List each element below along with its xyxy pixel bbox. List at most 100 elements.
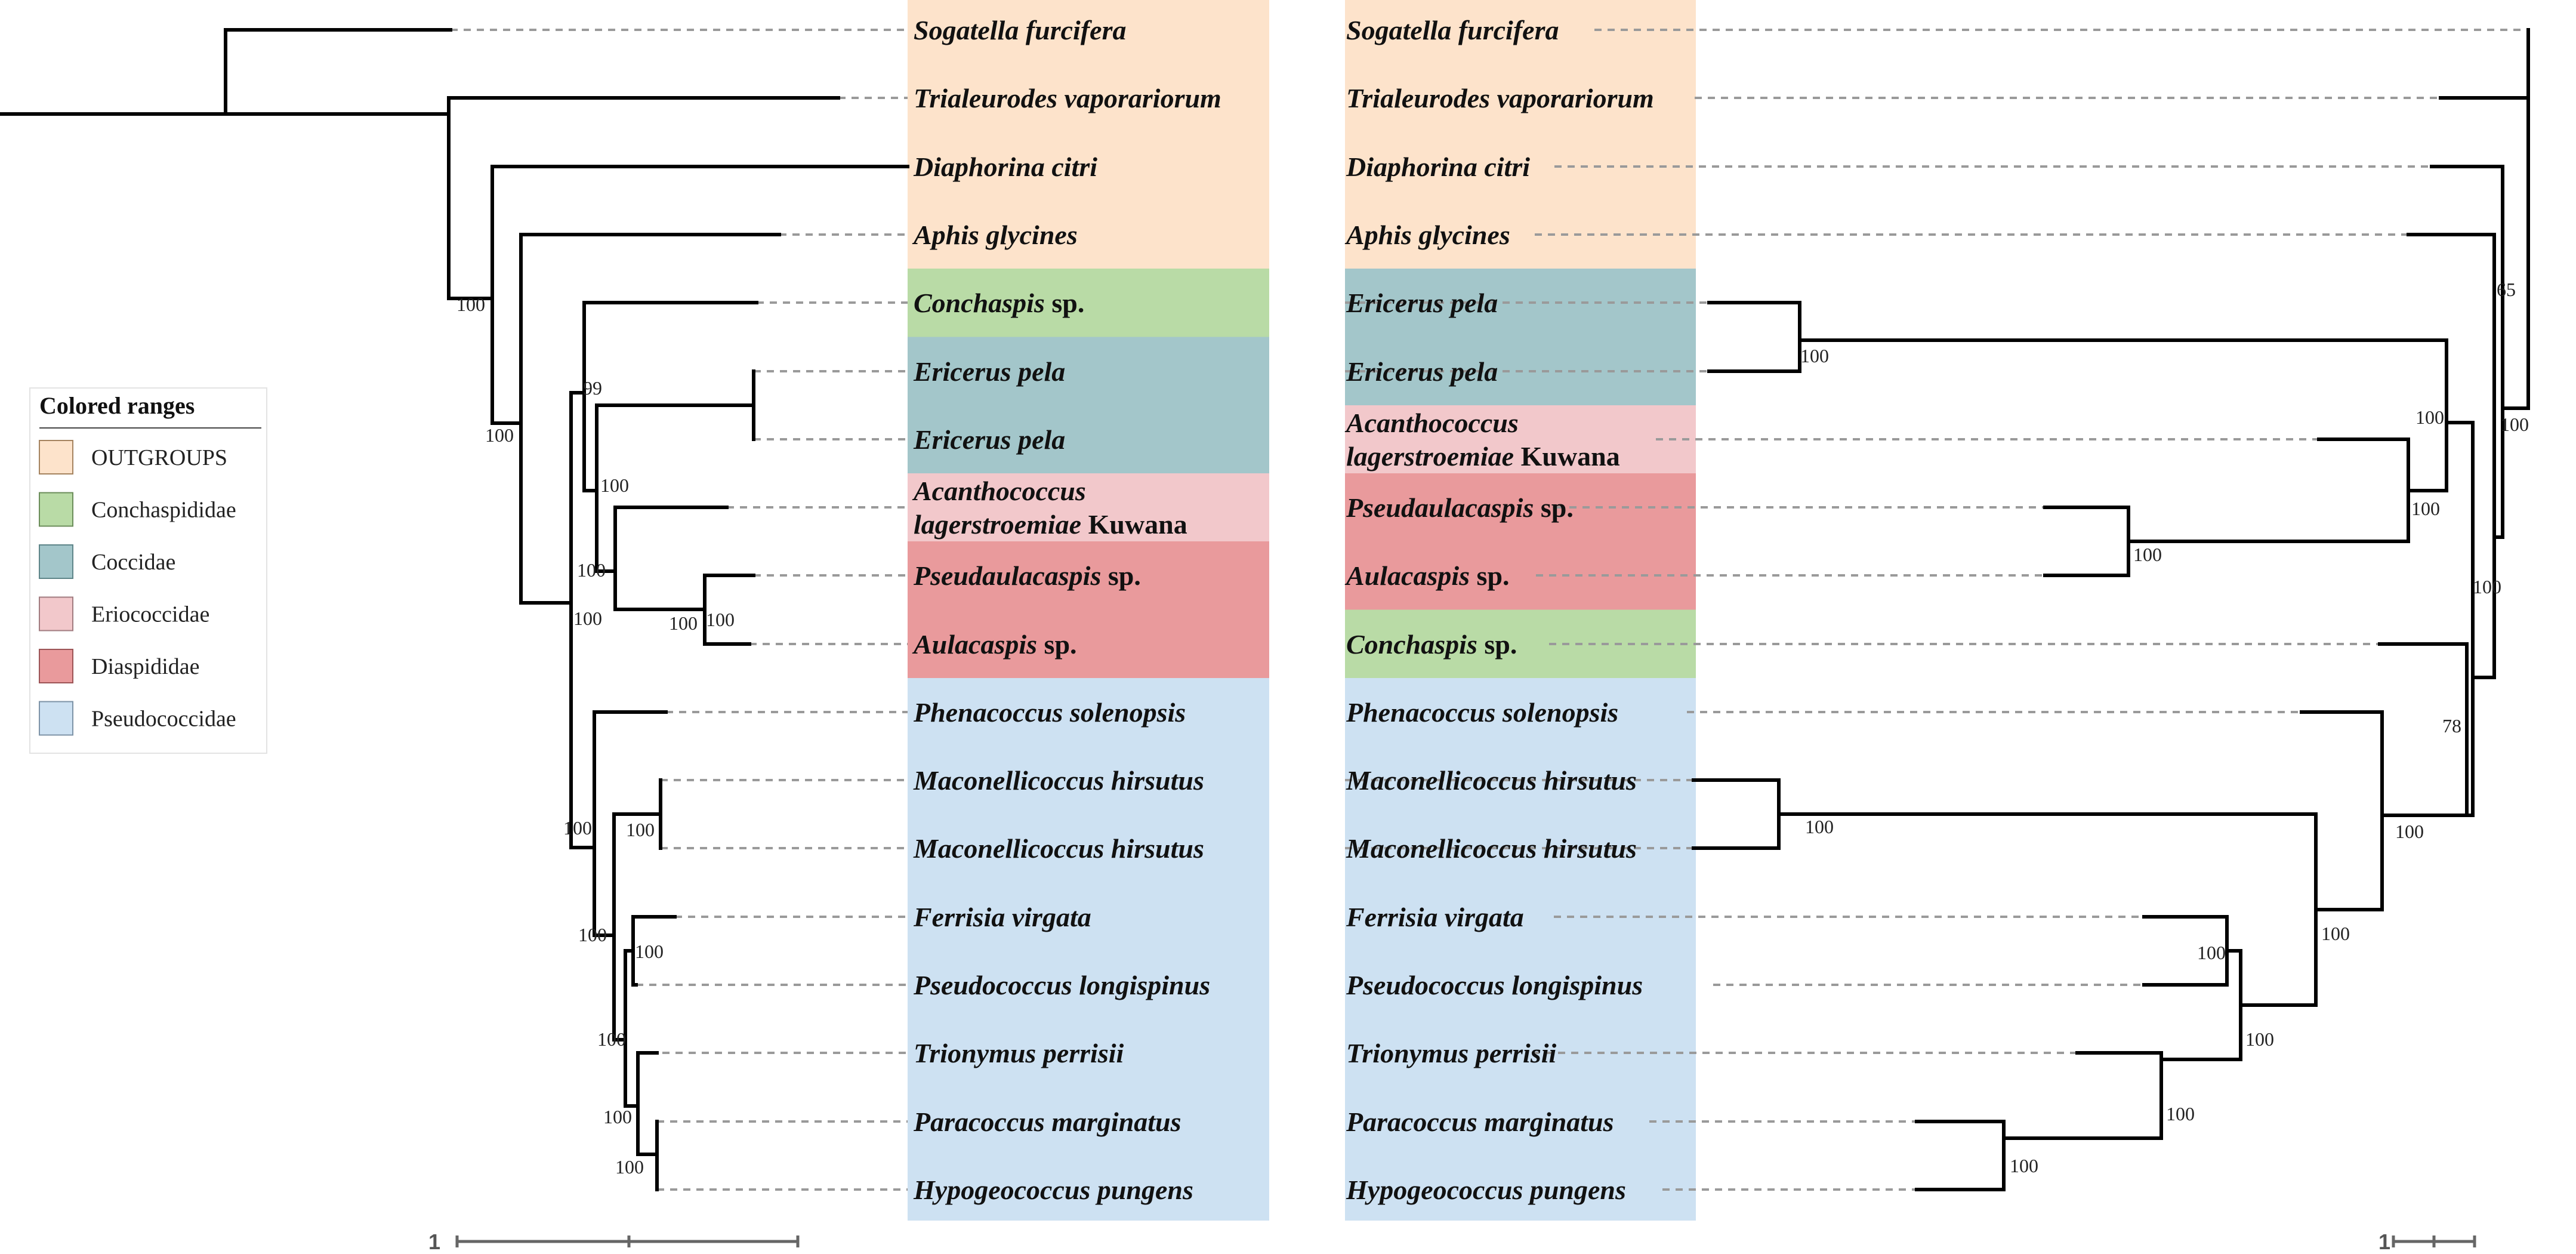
left-bootstrap-value: 100 xyxy=(706,609,735,630)
pseudococcidae-swatch xyxy=(39,701,73,736)
right-tip-label-part: sp. xyxy=(1477,629,1517,660)
left-tip-label-part: Maconellicoccus hirsutus xyxy=(913,833,1204,864)
right-bootstrap-value: 100 xyxy=(1805,816,1834,837)
coccidae-legend-label: Coccidae xyxy=(91,550,175,575)
left-bootstrap-value: 100 xyxy=(669,612,698,634)
left-band-conchaspididae xyxy=(908,269,1269,337)
right-tip-label: Ferrisia virgata xyxy=(1346,902,1524,932)
left-band-diaspididae xyxy=(908,541,1269,678)
left-tip-label-part: Trionymus perrisii xyxy=(914,1038,1124,1068)
right-tip-label-part: Paracoccus marginatus xyxy=(1346,1107,1614,1137)
left-tip-label-part: Pseudaulacaspis xyxy=(913,560,1101,591)
left-tip-label: lagerstroemiae Kuwana xyxy=(914,509,1187,540)
left-bootstrap-value: 100 xyxy=(597,1028,626,1050)
left-tip-label: Pseudaulacaspis sp. xyxy=(913,560,1141,591)
left-tip-label: Trionymus perrisii xyxy=(914,1038,1124,1068)
left-tip-label-part: Ericerus pela xyxy=(913,356,1065,387)
right-tip-label-part: Aulacaspis xyxy=(1344,560,1470,591)
right-tip-label: Paracoccus marginatus xyxy=(1346,1107,1614,1137)
left-tip-label-part: Trialeurodes vaporariorum xyxy=(914,83,1221,113)
pseudococcidae-legend-label: Pseudococcidae xyxy=(91,707,236,732)
right-tip-label-part: Conchaspis xyxy=(1346,629,1477,660)
right-tip-label-part: Pseudococcus longispinus xyxy=(1346,970,1643,1000)
left-bootstrap-value: 100 xyxy=(626,819,655,840)
right-tip-label-part: Phenacoccus solenopsis xyxy=(1346,697,1618,728)
right-tip-label: Pseudococcus longispinus xyxy=(1346,970,1643,1000)
right-tip-label: Ericerus pela xyxy=(1346,356,1498,387)
left-tip-label-part: lagerstroemiae xyxy=(914,509,1081,540)
left-bootstrap-value: 100 xyxy=(563,817,592,839)
right-tip-label-part: Kuwana xyxy=(1514,441,1620,472)
left-tip-label-part: sp. xyxy=(1037,629,1076,660)
right-band-conchaspididae xyxy=(1345,609,1696,678)
left-tip-label: Phenacoccus solenopsis xyxy=(913,697,1186,728)
right-tip-label-part: Ericerus pela xyxy=(1346,288,1498,318)
left-tip-label: Maconellicoccus hirsutus xyxy=(913,765,1204,796)
left-tip-label: Diaphorina citri xyxy=(913,152,1097,182)
left-tip-label-part: Acanthococcus xyxy=(912,476,1086,506)
eriococcidae-swatch xyxy=(39,596,73,631)
right-bootstrap-value: 100 xyxy=(2415,406,2444,428)
left-tip-label: Trialeurodes vaporariorum xyxy=(914,83,1221,113)
right-tip-label: Pseudaulacaspis sp. xyxy=(1346,492,1574,523)
right-tip-label: Conchaspis sp. xyxy=(1346,629,1517,660)
right-bootstrap-value: 100 xyxy=(2500,414,2529,435)
right-tip-label-part: Hypogeococcus pungens xyxy=(1346,1175,1626,1205)
right-band-eriococcidae xyxy=(1345,405,1696,473)
left-bootstrap-value: 100 xyxy=(600,475,629,496)
right-bootstrap-value: 100 xyxy=(2411,498,2440,519)
right-bootstrap-value: 78 xyxy=(2442,715,2461,737)
tree-branches xyxy=(0,28,2530,1191)
left-tip-label: Pseudococcus longispinus xyxy=(913,970,1210,1000)
left-band-eriococcidae xyxy=(908,473,1269,541)
diaspididae-legend-label: Diaspididae xyxy=(91,654,200,679)
left-bootstrap-value: 100 xyxy=(635,941,664,962)
outgroups-swatch xyxy=(39,440,73,475)
right-bootstrap-value: 100 xyxy=(2245,1028,2274,1050)
right-tip-label: lagerstroemiae Kuwana xyxy=(1346,441,1620,472)
left-tip-label-part: Pseudococcus longispinus xyxy=(913,970,1210,1000)
left-tip-label-part: Paracoccus marginatus xyxy=(913,1107,1181,1137)
right-tip-label: Hypogeococcus pungens xyxy=(1346,1175,1626,1205)
right-bootstrap-value: 100 xyxy=(2395,821,2424,842)
coccidae-swatch xyxy=(39,544,73,579)
left-bootstrap-value: 100 xyxy=(485,424,514,446)
right-tip-label: Trialeurodes vaporariorum xyxy=(1346,83,1654,113)
right-tip-label-part: Sogatella furcifera xyxy=(1346,15,1559,45)
left-tip-label-part: Ferrisia virgata xyxy=(913,902,1091,932)
right-band-diaspididae xyxy=(1345,473,1696,610)
right-tip-label-part: Ferrisia virgata xyxy=(1346,902,1524,932)
right-tip-label-part: Pseudaulacaspis xyxy=(1346,492,1534,523)
legend-title: Colored ranges xyxy=(39,392,195,419)
right-tip-label-part: Acanthococcus xyxy=(1344,408,1519,438)
right-bootstrap-value: 100 xyxy=(2473,576,2501,597)
left-tip-label-part: Phenacoccus solenopsis xyxy=(913,697,1186,728)
scale-bars: 1 1 xyxy=(428,1230,2476,1254)
left-tip-label-part: sp. xyxy=(1045,288,1084,318)
right-tip-label-part: Aphis glycines xyxy=(1344,220,1510,250)
left-tip-label: Ericerus pela xyxy=(913,424,1065,455)
colored-ranges-legend: Colored ranges OUTGROUPSConchaspididaeCo… xyxy=(29,387,267,754)
right-tip-label-part: Diaphorina citri xyxy=(1346,152,1530,182)
left-bootstrap-value: 100 xyxy=(578,924,607,945)
left-tip-label-part: Sogatella furcifera xyxy=(914,15,1126,45)
right-band-outgroups xyxy=(1345,0,1696,269)
right-band-coccidae xyxy=(1345,269,1696,405)
right-tip-label: Sogatella furcifera xyxy=(1346,15,1559,45)
right-tip-label: Trionymus perrisii xyxy=(1346,1038,1557,1068)
right-scale-label: 1 xyxy=(2378,1230,2390,1254)
eriococcidae-legend-label: Eriococcidae xyxy=(91,602,209,627)
left-tip-label-part: sp. xyxy=(1101,560,1140,591)
left-bootstrap-value: 100 xyxy=(573,608,602,629)
right-band-pseudococcidae xyxy=(1345,678,1696,1221)
left-band-outgroups xyxy=(908,0,1269,269)
right-tip-label: Aphis glycines xyxy=(1344,220,1510,250)
left-tip-label: Conchaspis sp. xyxy=(914,288,1084,318)
left-scale-label: 1 xyxy=(428,1230,440,1254)
left-tip-label: Aulacaspis sp. xyxy=(912,629,1077,660)
right-tip-label: Acanthococcus xyxy=(1344,408,1519,438)
right-tip-label: Maconellicoccus hirsutus xyxy=(1346,765,1637,796)
